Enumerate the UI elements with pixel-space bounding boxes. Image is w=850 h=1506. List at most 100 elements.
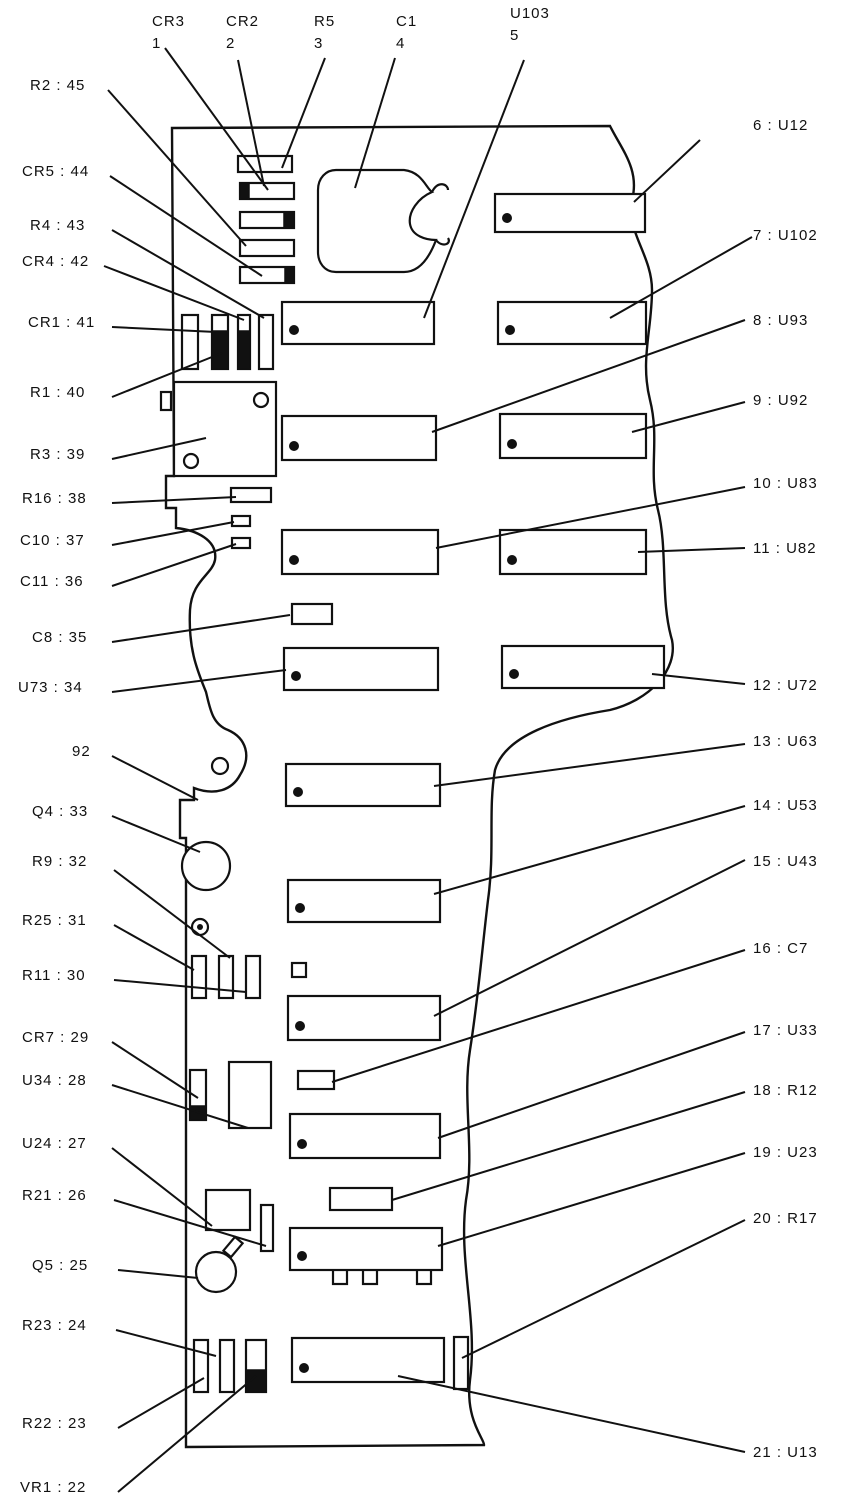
pin1-marker	[507, 439, 517, 449]
pin1-marker	[297, 1139, 307, 1149]
pin1-marker	[502, 213, 512, 223]
leader-line	[633, 139, 701, 203]
leader-line	[631, 401, 746, 433]
ic-chips	[280, 192, 666, 1384]
ic-chip	[280, 414, 438, 462]
leader-line	[437, 1031, 746, 1139]
ic-chip	[500, 644, 666, 690]
label-left: CR5 : 44	[22, 163, 89, 180]
leader-line	[423, 59, 525, 319]
label-right: 19 : U23	[753, 1144, 818, 1161]
leader-line	[107, 89, 247, 247]
label-right: 20 : R17	[753, 1210, 818, 1227]
ic-chip	[286, 878, 442, 924]
ic-chip	[288, 1226, 444, 1272]
label-left: U24 : 27	[22, 1135, 87, 1152]
label-left: CR4 : 42	[22, 253, 89, 270]
label-top-num: 5	[510, 27, 519, 44]
label-left: Q4 : 33	[32, 803, 88, 820]
label-right: 13 : U63	[753, 733, 818, 750]
label-top-ref: CR3	[152, 13, 185, 30]
leader-line	[437, 1152, 746, 1247]
pin1-marker	[289, 441, 299, 451]
pin1-marker	[297, 1251, 307, 1261]
pin1-marker	[291, 671, 301, 681]
label-left: R2 : 45	[30, 77, 85, 94]
leader-lines	[103, 47, 753, 1493]
leader-line	[103, 265, 245, 321]
r17-resistor	[452, 1335, 470, 1391]
leader-line	[281, 57, 326, 169]
label-left: R1 : 40	[30, 384, 85, 401]
leader-line	[637, 547, 746, 553]
label-left: U73 : 34	[18, 679, 83, 696]
label-top-ref: U103	[510, 5, 550, 22]
label-right: 14 : U53	[753, 797, 818, 814]
label-right: 18 : R12	[753, 1082, 818, 1099]
leader-line	[117, 1269, 199, 1279]
label-left: Q5 : 25	[32, 1257, 88, 1274]
label-right: 11 : U82	[753, 540, 817, 557]
c8-capacitor	[290, 602, 334, 626]
leader-line	[609, 236, 753, 319]
leader-line	[164, 47, 269, 191]
label-right: 16 : C7	[753, 940, 808, 957]
leader-line	[111, 1041, 199, 1099]
leader-line	[111, 229, 265, 319]
label-left: C11 : 36	[20, 573, 84, 590]
c10-capacitor	[230, 514, 252, 528]
leader-line	[109, 175, 263, 277]
ic-chip	[282, 646, 440, 692]
u24-chip	[204, 1188, 252, 1232]
label-left: R4 : 43	[30, 217, 85, 234]
label-right: 10 : U83	[753, 475, 818, 492]
leader-line	[113, 869, 231, 959]
leader-line	[433, 805, 746, 895]
pin1-marker	[295, 1021, 305, 1031]
label-top-ref: C1	[396, 13, 417, 30]
pin1-marker	[509, 669, 519, 679]
cr1-diode	[180, 313, 200, 371]
label-left: R16 : 38	[22, 490, 87, 507]
ic-chip	[290, 1336, 446, 1384]
label-left: R21 : 26	[22, 1187, 87, 1204]
leader-line	[111, 815, 201, 853]
leader-line	[431, 319, 746, 433]
u34-regulator	[227, 1060, 273, 1130]
label-left: C10 : 37	[20, 532, 85, 549]
label-left: R23 : 24	[22, 1317, 87, 1334]
ic-chip	[280, 300, 436, 346]
label-top-num: 2	[226, 35, 235, 52]
leader-line	[397, 1375, 746, 1453]
r12-resistor	[328, 1186, 394, 1212]
r16-resistor	[229, 486, 273, 504]
label-left: VR1 : 22	[20, 1479, 86, 1496]
leader-line	[111, 437, 207, 460]
leader-line	[111, 326, 217, 333]
label-right: 12 : U72	[753, 677, 818, 694]
leader-line	[117, 1377, 205, 1429]
pin1-marker	[289, 555, 299, 565]
label-right: 17 : U33	[753, 1022, 818, 1039]
leader-line	[111, 1084, 249, 1129]
label-left: R9 : 32	[32, 853, 87, 870]
ic-chip	[498, 528, 648, 576]
label-right: 8 : U93	[753, 312, 808, 329]
r9-resistor	[217, 954, 235, 1000]
ic-chip	[288, 1112, 442, 1160]
leader-line	[111, 543, 237, 587]
leader-line	[111, 1147, 213, 1227]
label-right: 6 : U12	[753, 117, 808, 134]
q5-transistor	[194, 1250, 238, 1294]
label-left: CR1 : 41	[28, 314, 95, 331]
leader-line	[111, 496, 237, 504]
ic-chip	[280, 528, 440, 576]
leader-line	[433, 743, 746, 787]
leader-line	[115, 1329, 217, 1357]
leader-line	[113, 924, 195, 971]
r11-resistor	[244, 954, 262, 1000]
pin1-marker	[295, 903, 305, 913]
label-right: 9 : U92	[753, 392, 808, 409]
label-top-num: 4	[396, 35, 405, 52]
